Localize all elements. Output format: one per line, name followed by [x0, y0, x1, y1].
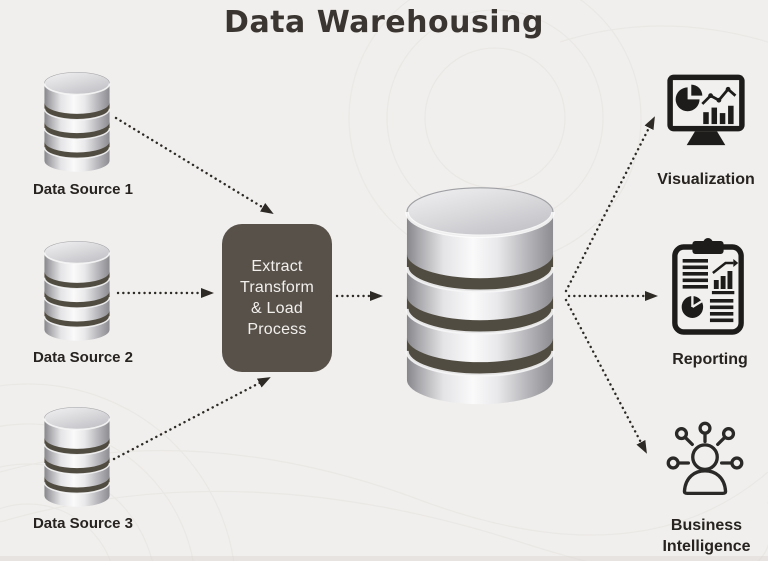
arrow-data-source-3-to-etl-process	[112, 376, 271, 461]
database-icon-source-3	[40, 405, 114, 509]
data-source-2-label: Data Source 2	[32, 349, 134, 366]
etl-process-box: Extract Transform & Load Process	[222, 224, 332, 372]
data-warehouse-icon	[397, 183, 563, 409]
arrow-data-warehouse-to-business-intelligence	[564, 298, 648, 454]
database-icon-source-2	[40, 239, 114, 343]
database-icon-source-1	[40, 70, 114, 174]
data-source-1-label: Data Source 1	[32, 181, 134, 198]
business-intelligence-label: Business Intelligence	[662, 517, 751, 555]
monitor-charts-icon	[660, 70, 752, 158]
clipboard-report-icon	[669, 237, 747, 337]
visualization-label: Visualization	[657, 171, 755, 188]
arrow-data-warehouse-to-visualization	[564, 116, 656, 293]
page-title: Data Warehousing	[224, 5, 544, 40]
reporting-label: Reporting	[672, 351, 748, 368]
etl-process-label: Extract Transform & Load Process	[239, 258, 315, 338]
data-source-3-label: Data Source 3	[32, 515, 134, 532]
person-network-icon	[656, 414, 754, 512]
